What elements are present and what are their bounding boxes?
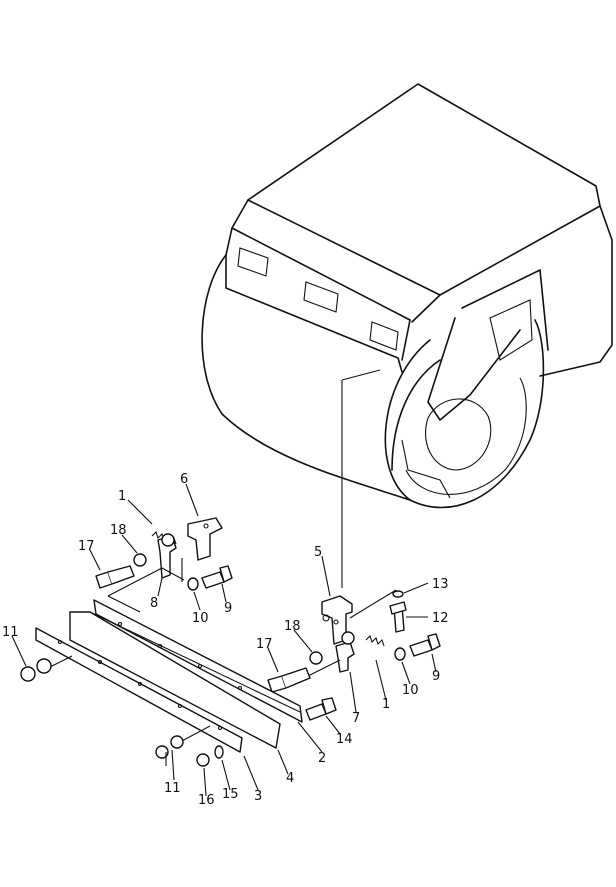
callout-16: 16 bbox=[198, 793, 215, 808]
callout-1-left: 1 bbox=[118, 489, 126, 504]
callout-11-bottom: 11 bbox=[164, 781, 181, 796]
callout-18-left: 18 bbox=[110, 523, 127, 538]
callout-10-left: 10 bbox=[192, 611, 209, 626]
callout-11-left: 11 bbox=[2, 625, 19, 640]
scraper-blades bbox=[35, 599, 303, 753]
callout-12: 12 bbox=[432, 611, 449, 626]
right-bracket-assembly bbox=[267, 589, 441, 721]
callouts: 1 6 18 17 8 10 9 5 13 12 18 17 10 9 1 7 … bbox=[2, 472, 449, 808]
callout-9-left: 9 bbox=[224, 601, 232, 616]
callout-1-right: 1 bbox=[382, 697, 390, 712]
callout-17-right: 17 bbox=[256, 637, 273, 652]
callout-17-left: 17 bbox=[78, 539, 95, 554]
callout-9-right: 9 bbox=[432, 669, 440, 684]
callout-18-right: 18 bbox=[284, 619, 301, 634]
callout-5: 5 bbox=[314, 545, 322, 560]
callout-2: 2 bbox=[318, 751, 326, 766]
leader-lines bbox=[11, 483, 437, 797]
callout-7: 7 bbox=[352, 711, 360, 726]
callout-10-right: 10 bbox=[402, 683, 419, 698]
callout-13: 13 bbox=[432, 577, 449, 592]
callout-14: 14 bbox=[336, 732, 353, 747]
callout-8: 8 bbox=[150, 596, 158, 611]
loose-fasteners bbox=[20, 658, 224, 767]
left-bracket-assembly bbox=[95, 517, 233, 613]
callout-6: 6 bbox=[180, 472, 188, 487]
callout-3: 3 bbox=[254, 789, 262, 804]
callout-4: 4 bbox=[286, 771, 294, 786]
machine-body bbox=[201, 83, 613, 588]
callout-15: 15 bbox=[222, 787, 239, 802]
